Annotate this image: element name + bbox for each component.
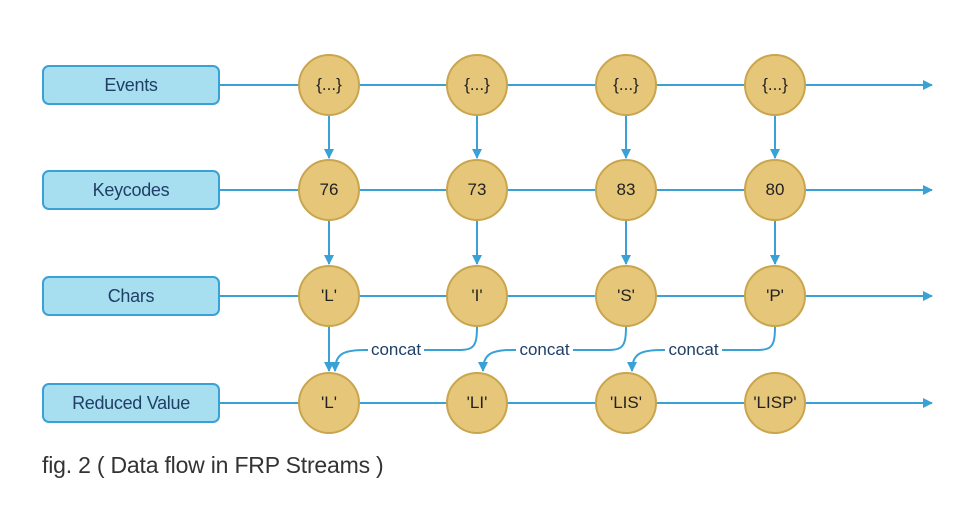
stream-node: 73 — [446, 159, 508, 221]
concat-label: concat — [356, 340, 436, 360]
stream-node: 'P' — [744, 265, 806, 327]
stream-node: 80 — [744, 159, 806, 221]
stream-node: 'I' — [446, 265, 508, 327]
stream-node: 'S' — [595, 265, 657, 327]
stream-node: 'LI' — [446, 372, 508, 434]
stream-label-keycodes: Keycodes — [42, 170, 220, 210]
stream-node: 83 — [595, 159, 657, 221]
figure-caption: fig. 2 ( Data flow in FRP Streams ) — [42, 452, 384, 478]
stream-label-reduced-value: Reduced Value — [42, 383, 220, 423]
stream-node: {...} — [744, 54, 806, 116]
stream-label-chars: Chars — [42, 276, 220, 316]
stream-node: 'L' — [298, 372, 360, 434]
stream-node: {...} — [595, 54, 657, 116]
stream-node: {...} — [298, 54, 360, 116]
concat-label: concat — [654, 340, 734, 360]
stream-node: 'LIS' — [595, 372, 657, 434]
concat-label: concat — [505, 340, 585, 360]
stream-label-events: Events — [42, 65, 220, 105]
stream-node: 76 — [298, 159, 360, 221]
stream-node: {...} — [446, 54, 508, 116]
stream-node: 'L' — [298, 265, 360, 327]
stream-node: 'LISP' — [744, 372, 806, 434]
